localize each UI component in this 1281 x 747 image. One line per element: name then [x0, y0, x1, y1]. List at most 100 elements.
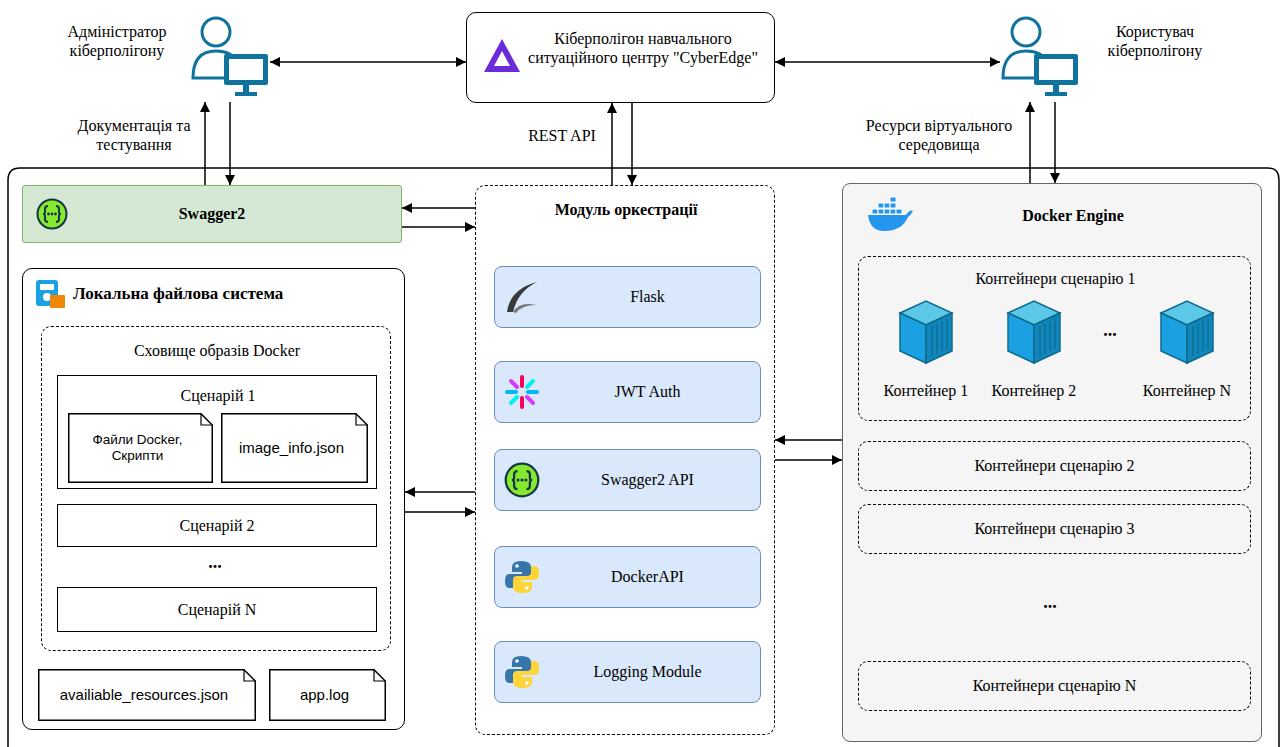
connector-arrow: [1029, 102, 1031, 183]
flask-icon: [504, 279, 540, 315]
connector-arrow: [631, 103, 633, 185]
docker-engine-panel: Docker EngineКонтейнери сценарію 1 Контей…: [842, 183, 1262, 742]
container-group: Контейнери сценарію N: [858, 661, 1251, 711]
connector-arrow: [405, 511, 475, 513]
person-icon: [1000, 14, 1080, 99]
heading-text: Docker Engine: [903, 206, 1243, 225]
connector-arrow: [402, 226, 475, 228]
node-text: Сценарій 2: [179, 516, 254, 535]
actor-user: Користувач кіберполігону: [1000, 10, 1240, 102]
connector-arrow: [775, 439, 842, 441]
text-wrap: Контейнери сценарію N: [859, 662, 1250, 710]
component-box: Swagger2 API: [494, 449, 761, 511]
node-text: Logging Module: [594, 662, 702, 681]
connector-arrow: [775, 459, 842, 461]
person-icon: [190, 14, 270, 99]
docker-icon: [866, 195, 914, 235]
file-note: image_info.json: [221, 413, 368, 483]
connector-arrow: [204, 102, 206, 185]
cube-icon: [896, 299, 956, 365]
filesystem-panel: Локальна файлова системаСховище образів …: [22, 268, 405, 730]
scenario-box: Сценарій 2: [57, 504, 377, 547]
ellipsis-mark: ...: [1030, 592, 1070, 614]
connector-arrow: [775, 61, 1000, 63]
container-icon: Контейнер N: [1132, 297, 1242, 407]
swagger-bar: Swagger2: [22, 185, 402, 243]
container-icon: Контейнер 2: [984, 297, 1084, 407]
node-text: Flask: [630, 287, 665, 306]
orchestration-module: Модуль оркестраціїFlaskJWT AuthSwagger2 …: [475, 185, 775, 735]
sw-icon: [504, 462, 540, 498]
file-note: availiable_resources.json: [38, 669, 256, 721]
node-text: Контейнер N: [1132, 381, 1242, 400]
node-text: Сховище образів Docker: [42, 341, 392, 360]
node-text: Контейнер 2: [984, 381, 1084, 400]
connector-arrow: [405, 491, 475, 493]
text-wrap: Контейнер 2: [984, 381, 1084, 400]
jwt-icon: [504, 374, 540, 410]
cube-icon: [1004, 299, 1064, 365]
scenario-box: Сценарій 1 Файли Docker, Скрипти image_inf…: [57, 375, 377, 489]
node-text: Користувач кіберполігону: [1080, 22, 1230, 60]
text-wrap: Сценарій 1: [58, 386, 378, 405]
scenario-box: Сценарій N: [57, 587, 377, 632]
node-text: Контейнери сценарію 1: [859, 269, 1252, 288]
text-wrap: Кіберполігон навчального ситуаційного це…: [525, 29, 761, 67]
container-group: Контейнери сценарію 2: [858, 441, 1251, 491]
component-box: JWT Auth: [494, 361, 761, 423]
text-wrap: Docker Engine: [903, 206, 1243, 225]
connector-arrow: [1054, 102, 1056, 183]
connector-arrow: [611, 103, 613, 185]
node-text: DockerAPI: [611, 567, 684, 586]
text-wrap: Контейнер 1: [878, 381, 974, 400]
image-store: Сховище образів DockerСценарій 1 Файли Do…: [41, 326, 391, 651]
node-text: image_info.json: [239, 439, 344, 457]
text-wrap: Контейнери сценарію 2: [859, 442, 1250, 490]
heading-text: Локальна файлова система: [73, 284, 393, 304]
cube-icon: [1157, 299, 1217, 365]
node-text: Swagger2 API: [601, 470, 694, 489]
text-wrap: DockerAPI: [495, 547, 760, 607]
heading-text: Swagger2: [179, 204, 246, 223]
text-wrap: Swagger2 API: [495, 450, 760, 510]
component-box: DockerAPI: [494, 546, 761, 608]
component-box: Flask: [494, 266, 761, 328]
node-text: Адміністратор кіберполігону: [50, 22, 184, 60]
text-wrap: availiable_resources.json: [38, 669, 256, 721]
edge-label: Документація та тестування: [70, 116, 198, 154]
container-icon: Контейнер 1: [878, 297, 974, 407]
node-text: Контейнер 1: [878, 381, 974, 400]
fs-icon: [34, 278, 66, 310]
text-wrap: Контейнер N: [1132, 381, 1242, 400]
connector-arrow: [229, 102, 231, 185]
file-note: app.log: [269, 669, 386, 721]
node-text: Контейнери сценарію 3: [974, 519, 1134, 538]
text-wrap: Сценарій N: [58, 588, 376, 631]
ellipsis-mark: ...: [195, 552, 235, 574]
text-wrap: Адміністратор кіберполігону: [50, 22, 184, 60]
heading-text: Модуль оркестрації: [476, 200, 776, 219]
sw-icon: [36, 198, 68, 230]
node-text: JWT Auth: [615, 382, 681, 401]
py-icon: [504, 654, 540, 690]
text-wrap: JWT Auth: [495, 362, 760, 422]
text-wrap: Файли Docker, Скрипти: [68, 413, 213, 483]
file-note: Файли Docker, Скрипти: [68, 413, 213, 483]
ellipsis-mark: ...: [1090, 320, 1130, 342]
node-text: Файли Docker, Скрипти: [68, 432, 207, 464]
container-group: Контейнери сценарію 3: [858, 504, 1251, 554]
text-wrap: Swagger2: [23, 186, 401, 242]
text-wrap: image_info.json: [221, 413, 368, 483]
node-text: Сценарій N: [178, 600, 257, 619]
node-text: Контейнери сценарію N: [973, 676, 1137, 695]
system-boundary: [8, 168, 1279, 747]
py-icon: [504, 559, 540, 595]
platform-box: Кіберполігон навчального ситуаційного це…: [466, 12, 775, 103]
text-wrap: Сховище образів Docker: [42, 341, 392, 360]
connector-arrow: [270, 61, 466, 63]
text-wrap: Користувач кіберполігону: [1080, 22, 1230, 60]
node-text: Сценарій 1: [58, 386, 378, 405]
text-wrap: Logging Module: [495, 642, 760, 702]
